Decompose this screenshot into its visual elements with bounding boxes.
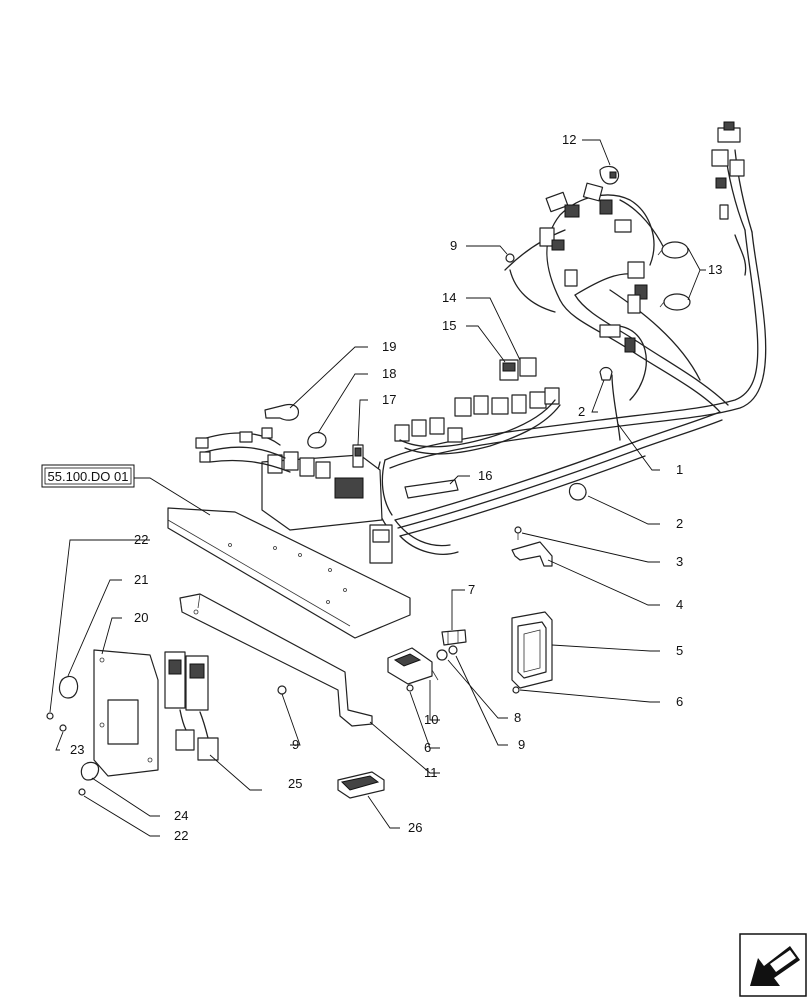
fuse-block-26 xyxy=(337,771,385,799)
sleeve-16 xyxy=(404,479,459,499)
callout-9-mid: 9 xyxy=(518,737,525,752)
callout-3: 3 xyxy=(676,554,683,569)
callout-25: 25 xyxy=(288,776,302,791)
grommet-21 xyxy=(58,675,79,699)
callout-10: 10 xyxy=(424,712,438,727)
callout-15: 15 xyxy=(442,318,456,333)
callout-6-mid: 6 xyxy=(424,740,431,755)
mounting-plate xyxy=(167,507,411,639)
callout-9-upper: 9 xyxy=(450,238,457,253)
callout-19: 19 xyxy=(382,339,396,354)
callout-18: 18 xyxy=(382,366,396,381)
callout-7: 7 xyxy=(468,582,475,597)
fuse-holder-7 xyxy=(441,629,467,646)
callout-11: 11 xyxy=(424,765,438,780)
washer-8 xyxy=(436,649,448,661)
callout-17: 17 xyxy=(382,392,396,407)
grommet-24 xyxy=(80,761,100,781)
screw-23 xyxy=(59,724,67,732)
clip-2-upper xyxy=(599,366,613,381)
callout-22-upper: 22 xyxy=(134,532,148,547)
callout-13: 13 xyxy=(708,262,722,277)
screw-22-upper xyxy=(46,712,54,720)
clip-12 xyxy=(599,165,620,185)
callout-1: 1 xyxy=(676,462,683,477)
nut-9-upper xyxy=(505,253,515,263)
callout-21: 21 xyxy=(134,572,148,587)
relay-plate-20 xyxy=(93,649,159,777)
callout-24: 24 xyxy=(174,808,188,823)
screw-6-mid xyxy=(406,684,414,692)
reference-label: 55.100.DO 01 xyxy=(48,469,129,484)
screw-22-lower xyxy=(78,788,86,796)
clamp-19 xyxy=(264,403,300,421)
connector-10 xyxy=(387,647,439,685)
callout-5: 5 xyxy=(676,643,683,658)
callout-labels: 12 9 13 14 15 19 18 17 2 16 1 2 3 4 22 2… xyxy=(70,132,722,843)
callout-8: 8 xyxy=(514,710,521,725)
callout-4: 4 xyxy=(676,597,683,612)
callout-26: 26 xyxy=(408,820,422,835)
front-connector-cluster xyxy=(394,357,561,455)
callout-2-lower: 2 xyxy=(676,516,683,531)
leader-lines xyxy=(49,139,706,837)
callout-22-lower: 22 xyxy=(174,828,188,843)
ecu-5 xyxy=(511,611,553,689)
arrow-icon[interactable] xyxy=(739,933,807,997)
callout-23: 23 xyxy=(70,742,84,757)
clip-2-lower xyxy=(568,482,587,501)
callout-2-upper: 2 xyxy=(578,404,585,419)
callout-14: 14 xyxy=(442,290,456,305)
nut-9-lower xyxy=(277,685,287,695)
callout-20: 20 xyxy=(134,610,148,625)
upper-connector-cluster xyxy=(539,182,648,353)
top-right-connectors xyxy=(711,121,747,276)
screw-3 xyxy=(514,526,522,540)
callout-6-right: 6 xyxy=(676,694,683,709)
callout-12: 12 xyxy=(562,132,576,147)
nut-9-mid xyxy=(448,645,458,655)
bracket-4 xyxy=(511,541,553,567)
relay-17 xyxy=(352,444,364,468)
reference-box[interactable]: 55.100.DO 01 xyxy=(41,464,135,488)
clamps-13 xyxy=(657,241,691,311)
grommet-18 xyxy=(307,431,327,449)
callout-16: 16 xyxy=(478,468,492,483)
relay-bank-25 xyxy=(164,651,219,761)
callout-9-lower: 9 xyxy=(292,737,299,752)
screw-6-right xyxy=(512,686,520,694)
